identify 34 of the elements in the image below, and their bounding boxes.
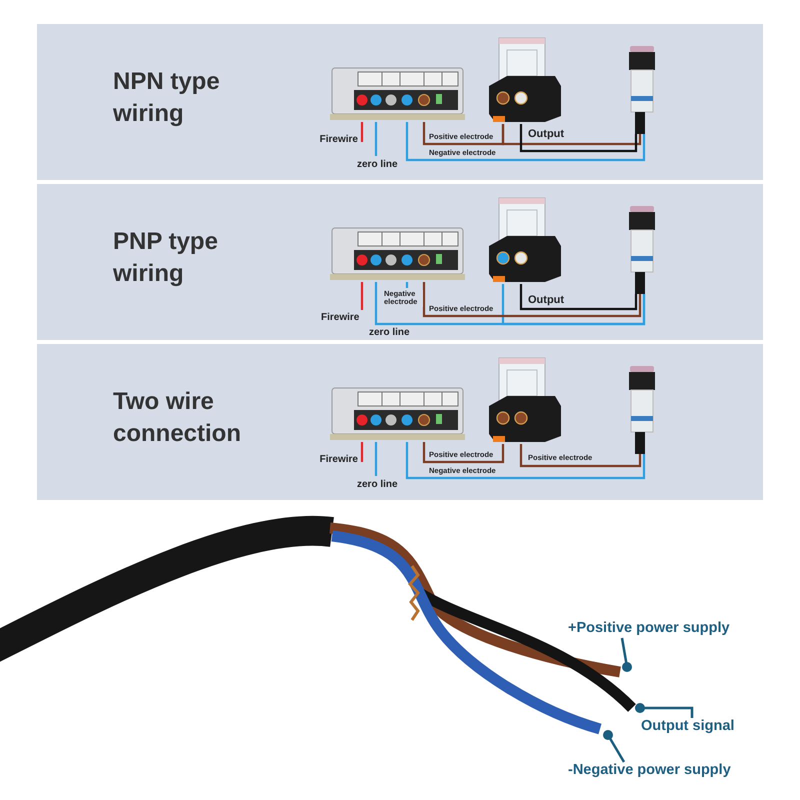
panel-title: NPN type wiring — [113, 67, 221, 130]
wire-label: zero line — [368, 327, 411, 338]
wire-label: zero line — [356, 479, 399, 490]
wire-label: zero line — [356, 159, 399, 170]
wiring-panel — [37, 184, 763, 340]
panel-title: Two wire connection — [113, 387, 242, 450]
wire-label: Output — [527, 294, 566, 306]
wire — [406, 282, 408, 288]
wire — [406, 122, 646, 162]
wire-label: Output — [527, 128, 566, 140]
wire — [422, 122, 504, 146]
wire — [360, 122, 364, 142]
wire — [360, 442, 364, 462]
callout-label: Output signal — [641, 718, 734, 734]
wiring-panel — [37, 24, 763, 180]
wire — [520, 284, 638, 310]
leader-line — [635, 703, 694, 718]
wire — [502, 284, 646, 326]
leader-line — [603, 730, 626, 763]
wire — [406, 442, 646, 480]
wire — [502, 124, 642, 146]
wire — [422, 282, 642, 318]
wiring-panel — [37, 344, 763, 500]
panel-title: PNP type wiring — [113, 227, 219, 290]
wire — [422, 442, 504, 464]
wire — [374, 122, 378, 156]
callout-label: +Positive power supply — [568, 620, 730, 636]
leader-line — [620, 638, 632, 672]
wire — [520, 444, 642, 468]
callout-label: -Negative power supply — [568, 762, 731, 778]
wire — [520, 124, 638, 152]
wire — [360, 282, 364, 310]
wire — [374, 442, 378, 476]
wire-label: Firewire — [320, 312, 360, 323]
